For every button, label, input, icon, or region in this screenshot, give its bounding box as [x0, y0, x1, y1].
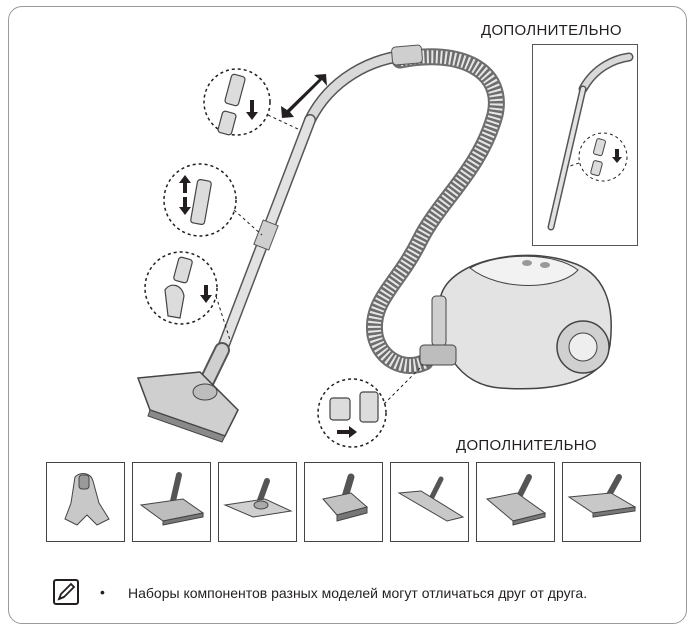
note-row: • Наборы компонентов разных моделей могу… [52, 578, 652, 608]
optional-label: ДОПОЛНИТЕЛЬНО [456, 437, 597, 454]
optional-label: ДОПОЛНИТЕЛЬНО [481, 22, 622, 39]
tool-turbo-brush [46, 462, 125, 542]
push-arrow-icon [246, 100, 258, 120]
extend-arrow-icon [281, 74, 327, 118]
hard-floor-brush-icon [567, 474, 637, 518]
parquet-brush-icon [223, 478, 293, 518]
turbo-brush-icon [64, 473, 110, 526]
tool-floor-brush [132, 462, 211, 542]
pull-arrow-icon [337, 426, 357, 438]
note-bullet: • [100, 584, 105, 600]
illustration-frame [8, 6, 687, 624]
tool-parquet-brush [218, 462, 297, 542]
insert-arrow-icon [200, 285, 212, 303]
floor-brush [136, 371, 239, 443]
tool-mini-brush [304, 462, 383, 542]
telescopic-wand [197, 114, 316, 393]
tool-slim-floor-brush [390, 462, 469, 542]
tool-floor-brush-wide [476, 462, 555, 542]
mini-brush-icon [322, 473, 369, 522]
slide-arrow-icon [179, 175, 191, 193]
slim-floor-brush-icon [397, 476, 465, 522]
vacuum-hose [365, 48, 505, 374]
optional-handle-inset [532, 44, 638, 246]
handle-connection-illustration [547, 52, 634, 231]
floor-brush-icon [139, 472, 205, 526]
note-text: Наборы компонентов разных моделей могут … [128, 585, 588, 601]
note-pencil-icon [53, 579, 79, 605]
vacuum-body [419, 254, 612, 390]
tool-hard-floor-brush [562, 462, 641, 542]
floor-brush-wide-icon [485, 474, 547, 526]
